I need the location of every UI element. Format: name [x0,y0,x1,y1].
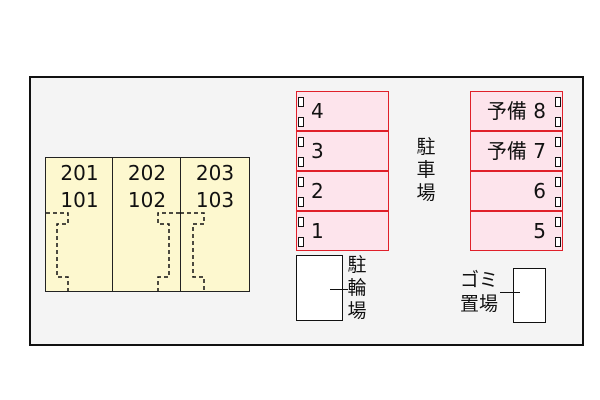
space-number: 5 [533,219,546,243]
parking-space-7: 予備 7 [470,131,563,171]
wheel-stop-icon [555,117,561,127]
unit-number-upper: 201 [60,161,99,185]
unit-number-upper: 203 [195,161,235,185]
parking-space-5: 5 [470,211,563,251]
parking-space-3: 3 [296,131,389,171]
parking-space-6: 6 [470,171,563,211]
wheel-stop-icon [298,97,304,107]
wheel-stop-icon [298,117,304,127]
wheel-stop-icon [555,97,561,107]
leader-line [330,289,348,290]
space-number: 3 [311,139,324,163]
wheel-stop-icon [555,157,561,167]
bicycle-parking-label: 駐輪場 [347,254,367,322]
parking-space-8: 予備 8 [470,91,563,131]
garbage-label-line: 置場 [460,293,499,315]
wheel-stop-icon [555,217,561,227]
wheel-stop-icon [298,157,304,167]
wheel-stop-icon [555,237,561,247]
wheel-stop-icon [298,177,304,187]
wheel-stop-icon [298,237,304,247]
wheel-stop-icon [555,197,561,207]
garbage-label: ゴミ置場 [460,268,512,316]
parking-space-4: 4 [296,91,389,131]
unit-number-lower: 101 [60,188,99,212]
wheel-stop-icon [298,137,304,147]
garbage-area [513,268,546,323]
unit-number-lower: 103 [195,188,235,212]
unit-number-upper: 202 [127,161,167,185]
wheel-stop-icon [555,177,561,187]
wheel-stop-icon [298,197,304,207]
space-number: 予備 8 [486,99,546,123]
leader-line [500,292,520,293]
parking-label: 駐車場 [416,136,436,204]
wheel-stop-icon [555,137,561,147]
space-number: 1 [311,219,324,243]
space-number: 4 [311,99,324,123]
bicycle-parking-area [296,255,343,321]
space-number: 6 [533,179,546,203]
parking-space-1: 1 [296,211,389,251]
unit-number-lower: 102 [127,188,167,212]
parking-space-2: 2 [296,171,389,211]
wheel-stop-icon [298,217,304,227]
space-number: 予備 7 [486,139,546,163]
space-number: 2 [311,179,324,203]
garbage-label-line: ゴミ [460,269,499,291]
